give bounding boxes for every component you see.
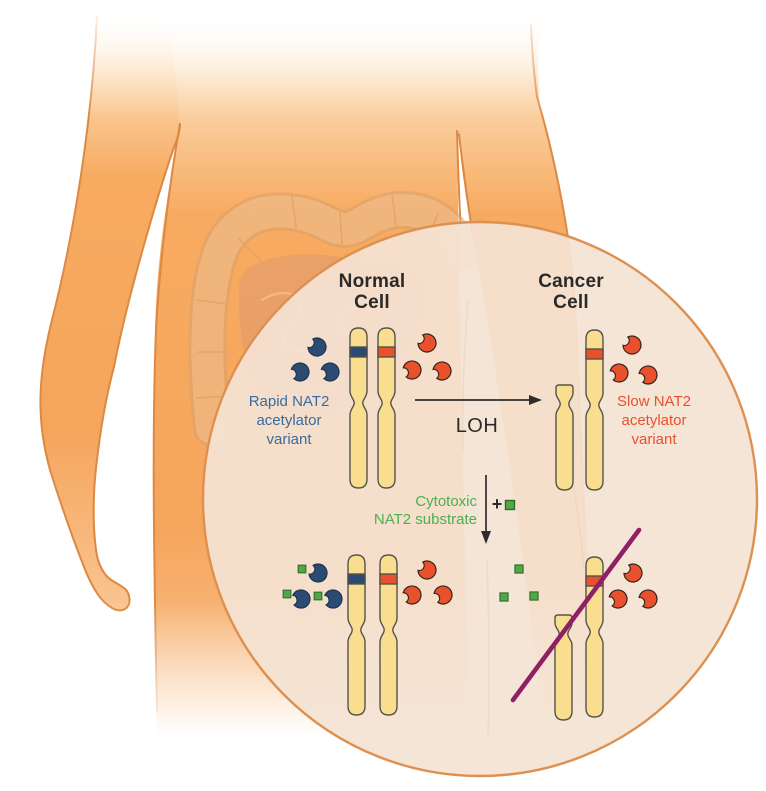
cell-magnifier-circle (201, 220, 759, 778)
slow-variant-line1: Slow NAT2 (617, 393, 691, 410)
substrate-square-icon (313, 591, 323, 601)
normal-cell-top (289, 327, 455, 489)
substrate-arrow (481, 475, 516, 544)
slow-variant-line3: variant (631, 431, 677, 448)
loh-arrow (415, 395, 542, 405)
slow-variant-line2: acetylator (621, 412, 687, 429)
substrate-square-icon (529, 591, 539, 601)
substrate-arrowhead (481, 531, 491, 544)
slow-allele-band (585, 348, 604, 360)
loh-arrowhead (529, 395, 542, 405)
rapid-variant-line3: variant (266, 431, 312, 448)
truncated-chromosome (555, 384, 574, 491)
rapid-variant-line2: acetylator (256, 412, 322, 429)
substrate-square-icon (504, 499, 516, 511)
normal-cell-label: Normal Cell (339, 271, 406, 313)
rapid-variant-line1: Rapid NAT2 (248, 393, 330, 410)
slow-allele-band (377, 346, 396, 358)
top-fade (0, 0, 766, 120)
cancer-cell-label: Cancer Cell (538, 271, 604, 313)
substrate-square-icon (282, 589, 292, 599)
substrate-square-icon (297, 564, 307, 574)
rapid-nat2-variant-label: Rapid NAT2 acetylator variant (249, 392, 330, 449)
cancer-cell-top (555, 329, 661, 491)
substrate-line1: Cytotoxic (415, 493, 477, 510)
substrate-square-icon (514, 564, 524, 574)
normal-cell-bottom (282, 554, 456, 716)
left-arm-shape (40, 16, 180, 611)
rapid-allele-band (347, 573, 366, 585)
rapid-allele-band (349, 346, 368, 358)
cytotoxic-substrate-label: Cytotoxic NAT2 substrate (374, 493, 477, 529)
slow-nat2-variant-label: Slow NAT2 acetylator variant (617, 392, 691, 449)
cancer-cell-line1: Cancer (538, 271, 604, 292)
slow-allele-band (379, 573, 398, 585)
plus-sign: + (491, 494, 503, 514)
normal-cell-line2: Cell (354, 292, 390, 313)
cancer-cell-bottom (499, 527, 661, 721)
cancer-cell-line2: Cell (553, 292, 589, 313)
colon-tube (191, 194, 476, 444)
substrate-line2: NAT2 substrate (373, 511, 477, 528)
substrate-square-icon (499, 592, 509, 602)
loh-label: LOH (455, 415, 499, 437)
normal-cell-line1: Normal (338, 271, 406, 292)
lethality-strike-line (510, 527, 642, 703)
